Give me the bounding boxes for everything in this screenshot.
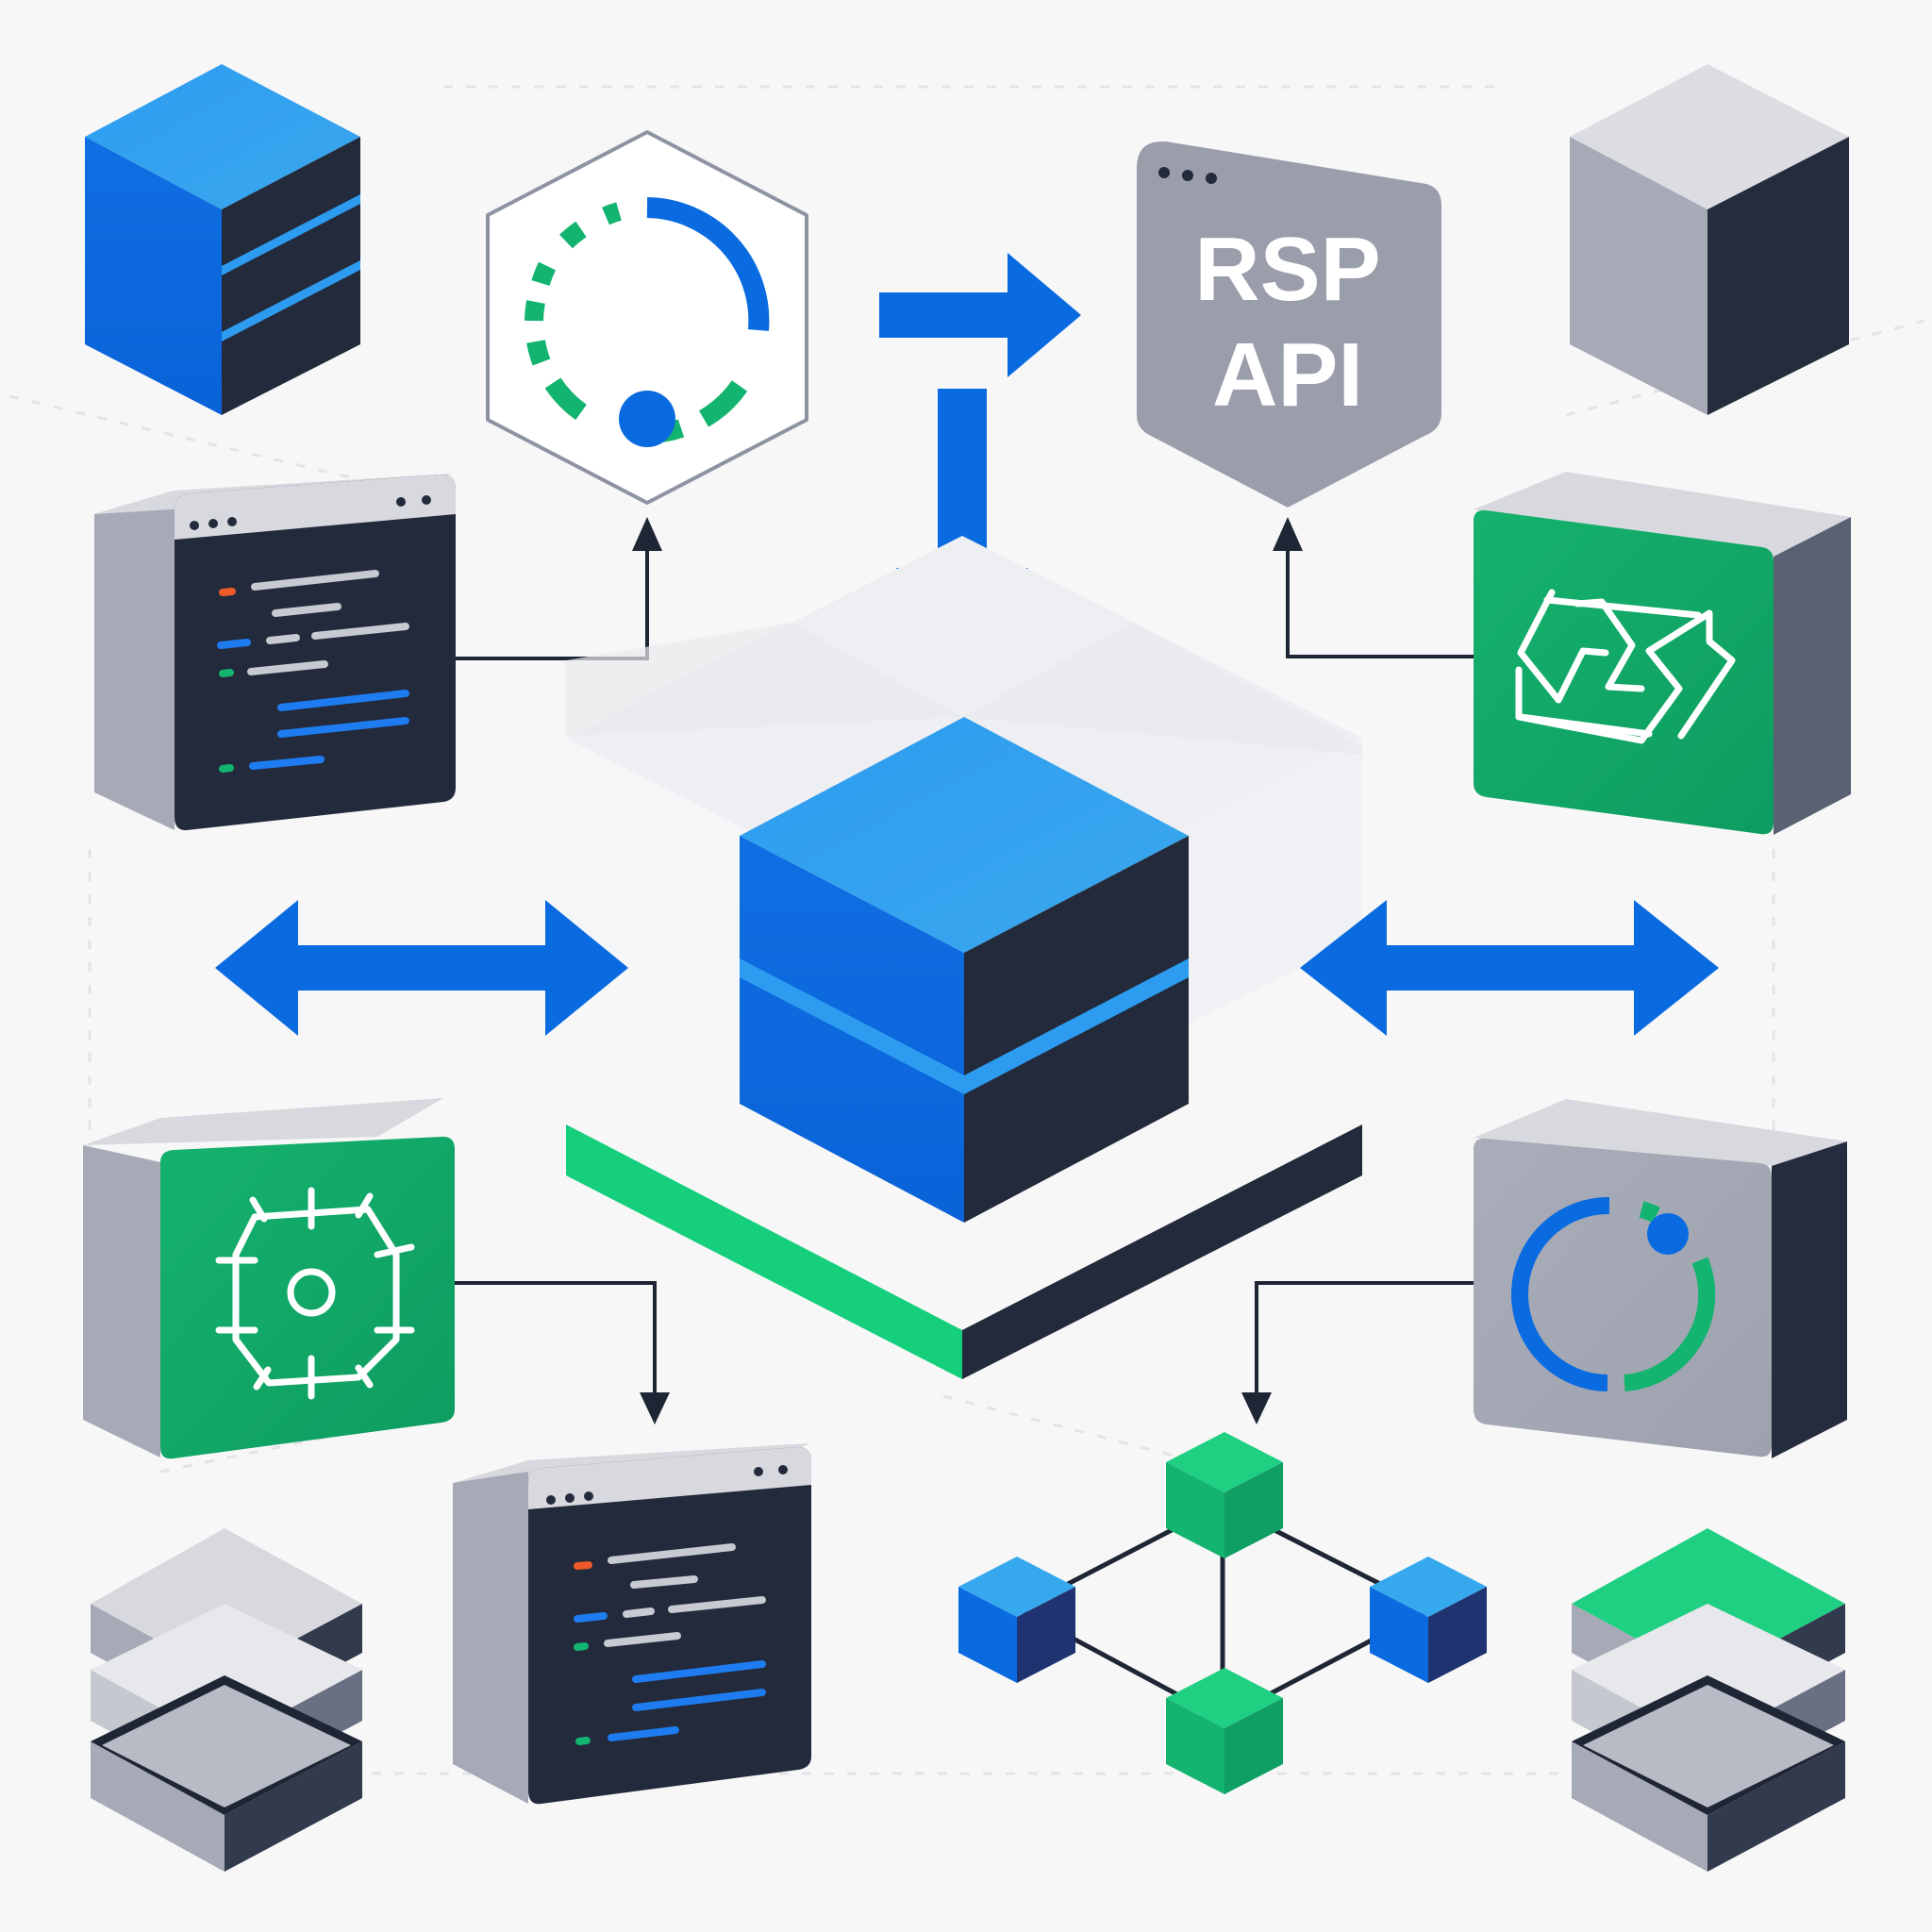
progress-ring-box: [1474, 1099, 1847, 1458]
grey-cube-icon: [1570, 64, 1849, 415]
api-badge-line1: RSP: [1194, 219, 1380, 320]
api-badge-icon: RSP API: [1137, 142, 1441, 508]
loading-ring-icon: [525, 197, 770, 447]
network-node-bottom: [1166, 1668, 1283, 1794]
central-database-block-icon: [740, 717, 1189, 1223]
flow-arrow-right: [879, 253, 1081, 377]
gear-box: [83, 1098, 455, 1459]
hexagon-logo-icon: [1515, 589, 1736, 744]
node-network-icon: [958, 1432, 1487, 1794]
server-stack-icon: [85, 64, 360, 415]
network-node-right: [1370, 1557, 1487, 1683]
connector-gear-to-code: [455, 1281, 670, 1424]
connector-ring-to-network: [1241, 1281, 1474, 1424]
bidirectional-arrow-right: [1300, 900, 1719, 1036]
network-node-top: [1166, 1432, 1283, 1558]
connector-code-to-hexagon: [456, 517, 662, 660]
gear-icon: [215, 1187, 415, 1400]
network-node-left: [958, 1557, 1075, 1683]
api-badge-line2: API: [1212, 325, 1363, 425]
stacked-disks-icon: [91, 1528, 362, 1872]
code-window-icon: [94, 474, 456, 831]
connector-green-to-api: [1273, 517, 1474, 658]
stacked-disks-icon: [1572, 1528, 1845, 1872]
code-window-icon: [453, 1443, 811, 1805]
bidirectional-arrow-left: [215, 900, 628, 1036]
green-logo-box: [1474, 472, 1851, 835]
progress-ring-icon: [1511, 1196, 1716, 1391]
